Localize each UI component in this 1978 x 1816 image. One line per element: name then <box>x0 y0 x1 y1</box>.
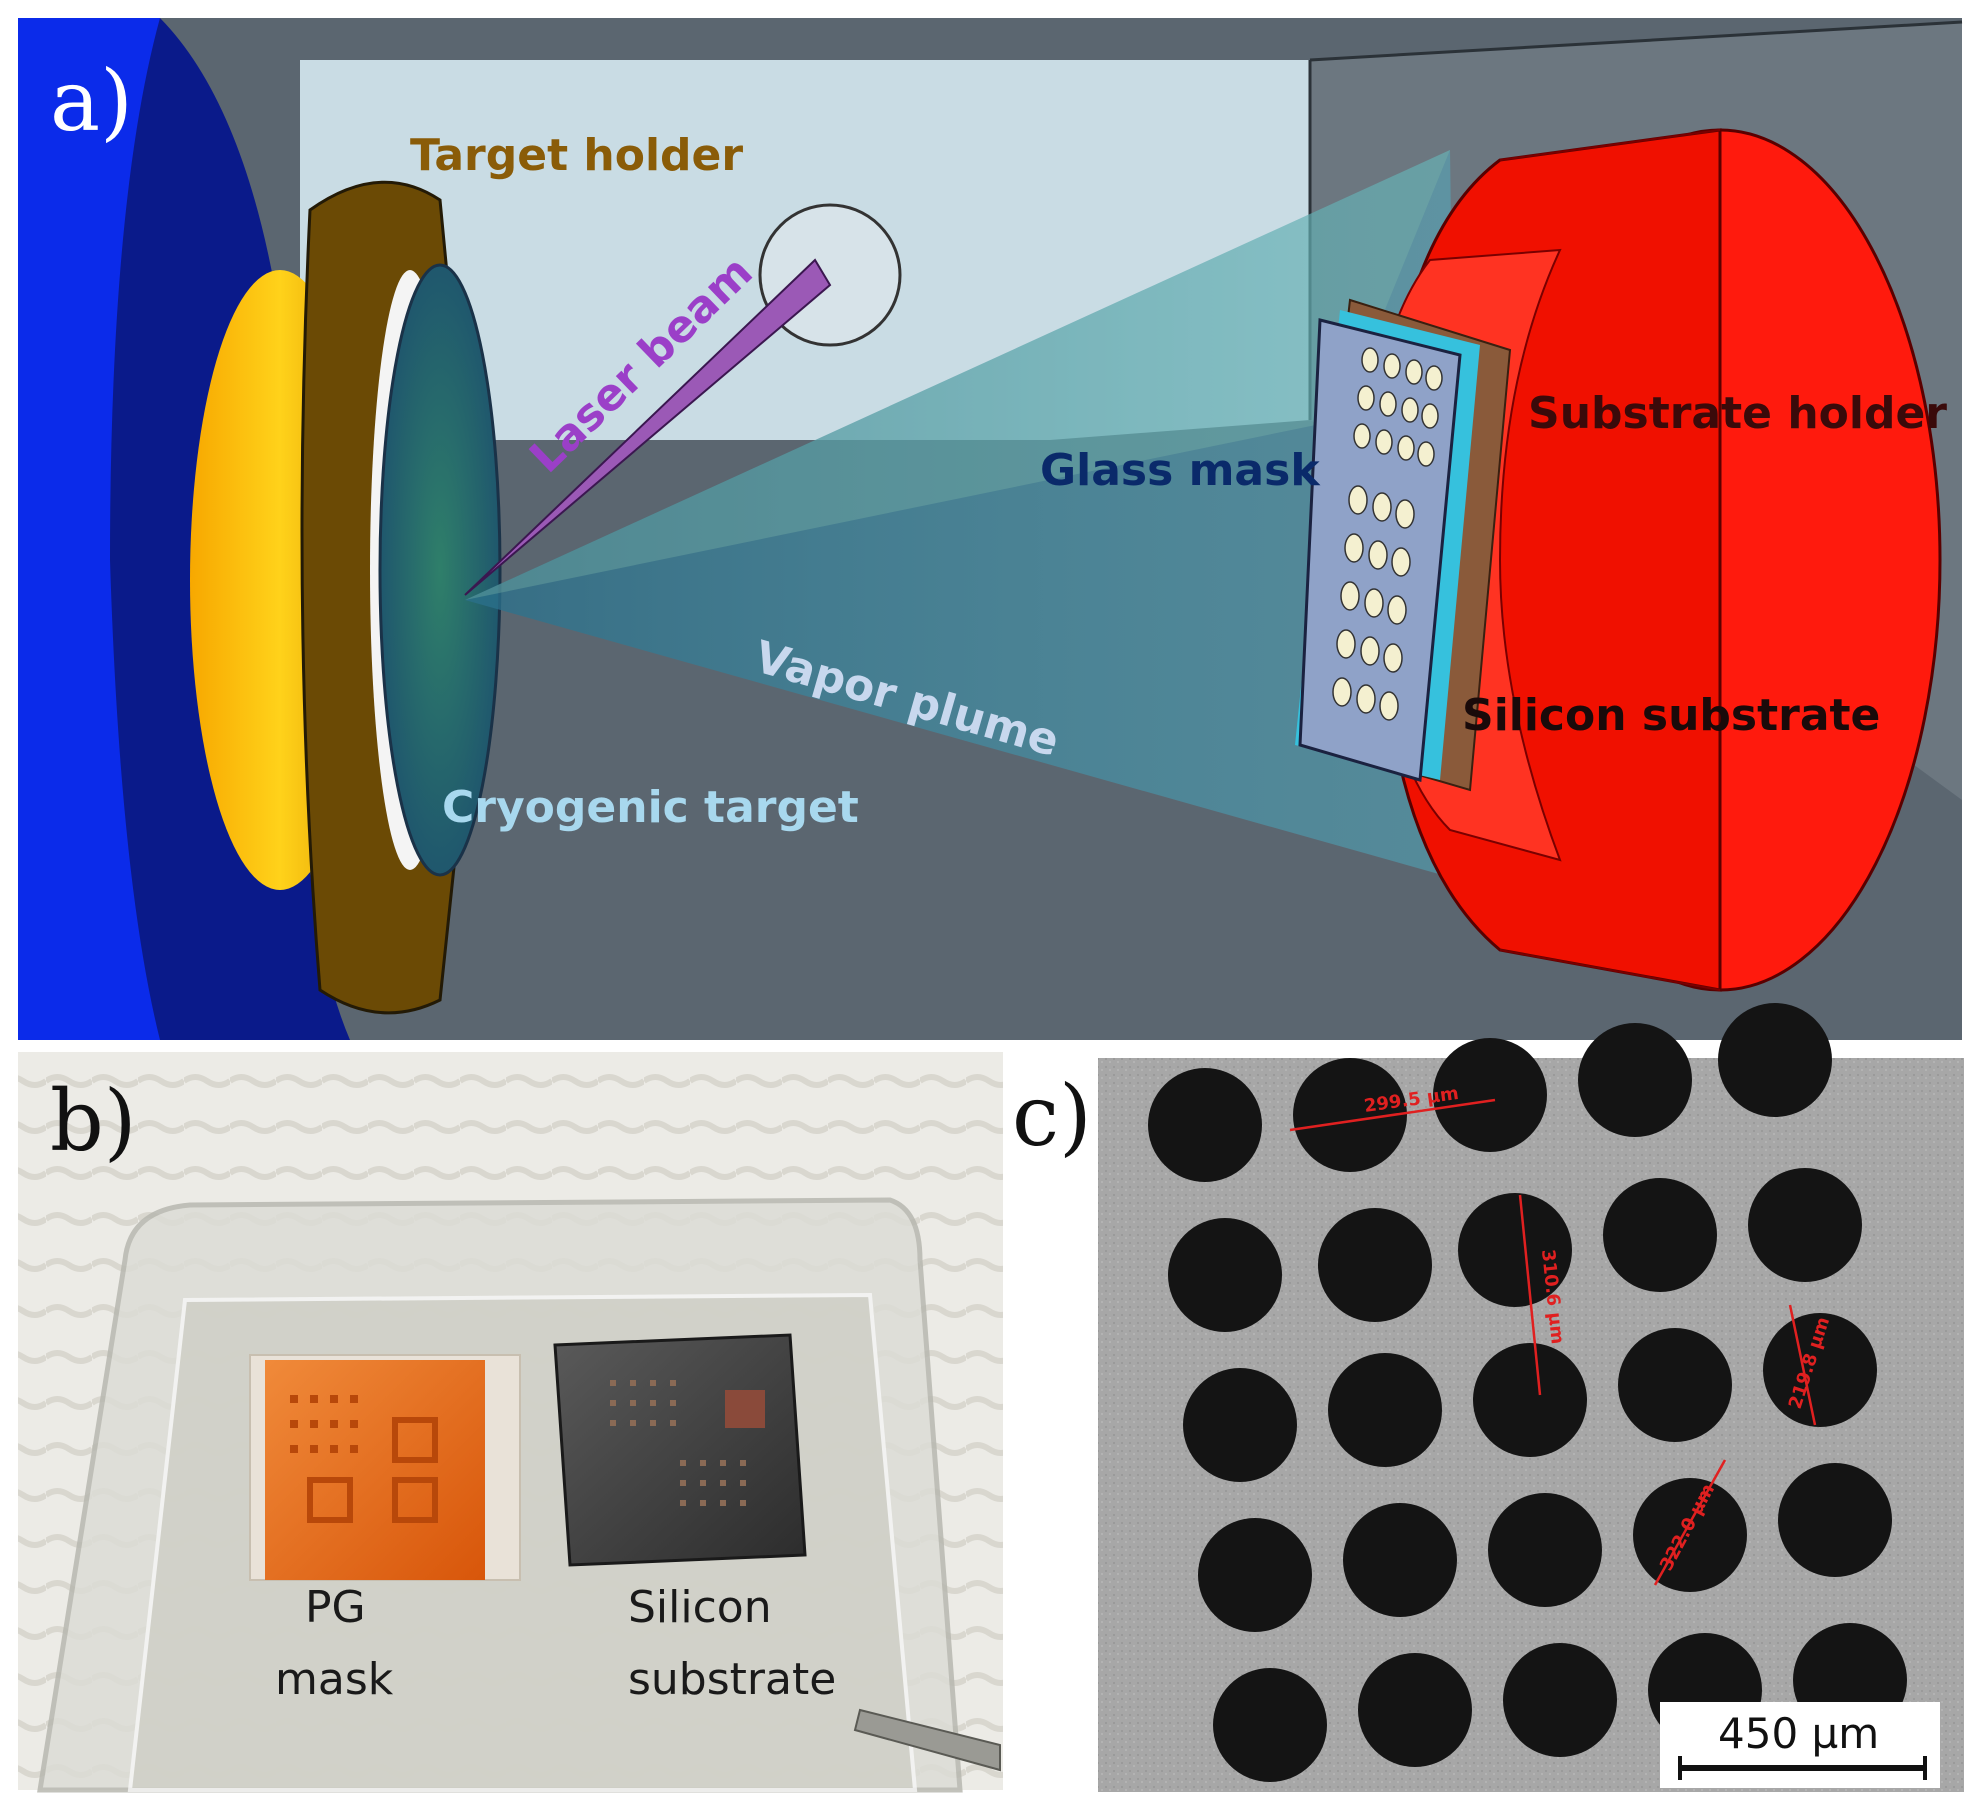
label-pg-mask-line1: PG <box>305 1582 366 1633</box>
scale-bar-box <box>1660 1702 1940 1788</box>
scale-bar-label: 450 µm <box>1718 1709 1879 1758</box>
panel-c-sem: c) 299.5 µm 310.6 µm 219.8 µm 322.0 µm 4… <box>1012 1003 1964 1792</box>
cryogenic-target <box>378 263 502 877</box>
pg-mask-pattern <box>290 1395 438 1523</box>
laser-beam <box>464 258 832 596</box>
panel-b-photo: b) PG mask Silicon substrate <box>18 1052 1003 1793</box>
vapor-plume <box>465 150 1460 880</box>
mask-holes <box>1332 347 1443 721</box>
panel-a-letter: a) <box>50 52 133 150</box>
vapor-plume-upper <box>465 150 1450 600</box>
label-silicon-substrate: Silicon substrate <box>1462 690 1880 741</box>
tweezers <box>853 1708 1001 1772</box>
label-glass-mask: Glass mask <box>1040 445 1321 496</box>
label-target-holder: Target holder <box>410 130 743 181</box>
panel-c-letter: c) <box>1012 1067 1092 1165</box>
silicon-chip <box>553 1333 807 1567</box>
label-substrate-holder: Substrate holder <box>1528 388 1947 439</box>
label-silicon-line2: substrate <box>628 1654 836 1705</box>
panel-a-schematic: a) Target holder Laser beam Glass mask S… <box>18 18 1963 1040</box>
measurement-lines <box>1289 1098 1817 1586</box>
sem-holes <box>1148 1003 1907 1782</box>
panel-b-letter: b) <box>50 1072 137 1170</box>
label-pg-mask-line2: mask <box>275 1654 394 1705</box>
pg-mask <box>265 1360 485 1580</box>
flange-highlight <box>18 18 160 1040</box>
label-cryogenic-target: Cryogenic target <box>442 782 859 833</box>
label-silicon-line1: Silicon <box>628 1582 772 1633</box>
silicon-chip-pattern <box>610 1380 765 1506</box>
